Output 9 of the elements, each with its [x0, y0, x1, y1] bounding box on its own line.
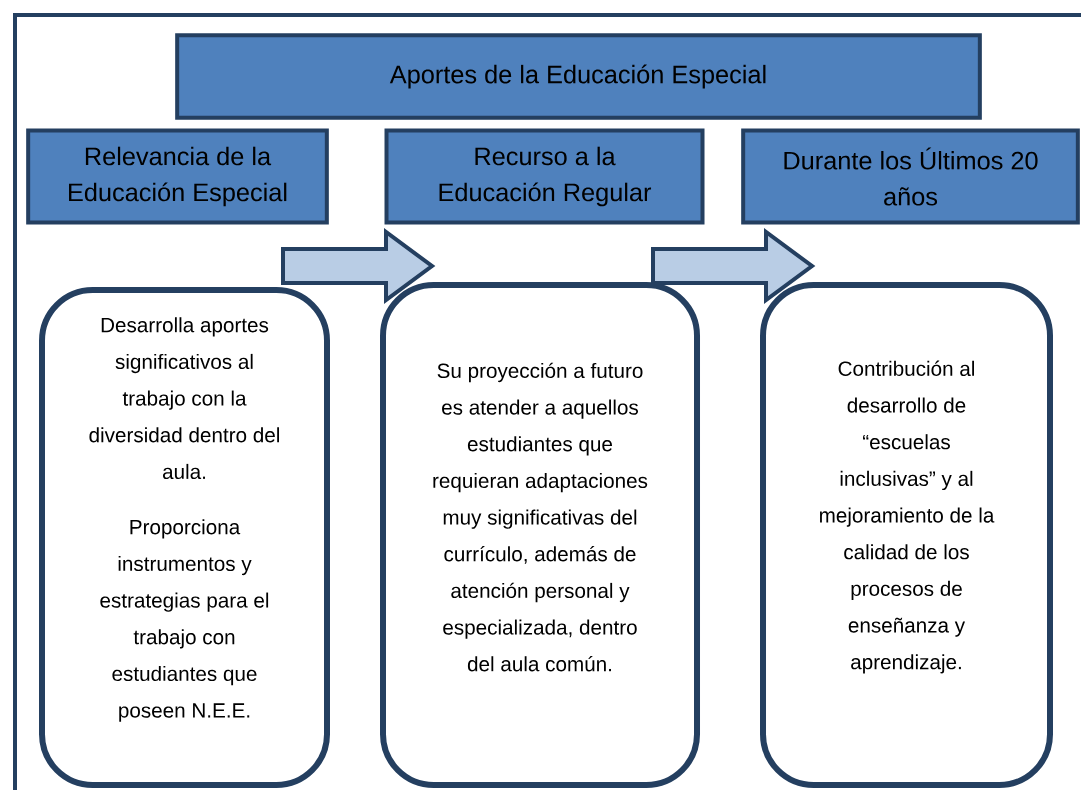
header-box: Relevancia de la Educación Especial	[26, 128, 329, 225]
rounded-card: Su proyección a futuro es atender a aquellos estudiantes que requieran adaptaciones muy significativas del currículo, además de atención personal y especializada, dentro del aula común.	[380, 282, 700, 788]
rounded-card: Contribución al desarrollo de “escuelas inclusivas” y al mejoramiento de la calidad de los procesos de enseñanza y aprendizaje.	[760, 282, 1053, 788]
header-box: Durante los Últimos 20 años	[741, 128, 1080, 225]
block-arrow	[651, 228, 816, 304]
rounded-card: Desarrolla aportes significativos al trabajo con la diversidad dentro del aula. Proporciona instrumentos y estrategias para el trabajo con estudiantes que poseen N.E.E.	[39, 287, 330, 788]
block-arrow	[281, 228, 436, 304]
header-box: Recurso a la Educación Regular	[384, 128, 705, 225]
title-box: Aportes de la Educación Especial	[175, 33, 982, 120]
